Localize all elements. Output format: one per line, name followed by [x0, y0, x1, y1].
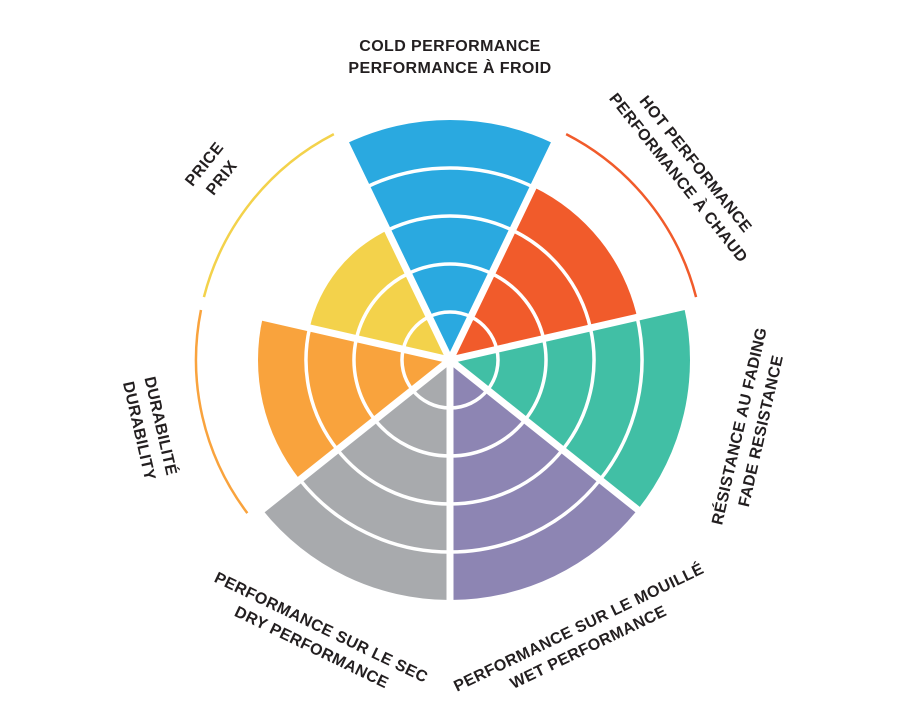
- sector-cold-performance: [345, 120, 555, 360]
- ring-divider-icon: [523, 338, 548, 421]
- label-hot-performance-en: HOT PERFORMANCE: [636, 93, 755, 236]
- ring-divider-icon: [561, 327, 596, 451]
- ring-divider-icon: [411, 388, 451, 410]
- ring-divider-icon: [386, 214, 514, 232]
- ring-divider-icon: [511, 228, 593, 329]
- sector-dry-performance: [262, 360, 450, 600]
- ring-divider-icon: [470, 315, 499, 350]
- ring-divider-icon: [449, 448, 564, 506]
- label-cold-performance-en: COLD PERFORMANCE: [359, 38, 541, 55]
- sector-wet-performance: [450, 360, 638, 600]
- label-cold-performance: PERFORMANCE À FROID COLD PERFORMANCE: [348, 38, 551, 77]
- ring-divider-icon: [365, 166, 535, 189]
- sector-divider-icon: [256, 357, 453, 516]
- ring-divider-icon: [449, 388, 489, 410]
- ring-divider-icon: [598, 316, 644, 481]
- ring-divider-icon: [449, 418, 527, 458]
- ring-divider-icon: [352, 338, 377, 421]
- ring-divider-icon: [298, 478, 451, 554]
- ring-divider-icon: [490, 271, 546, 340]
- sector-fade-resistance: [450, 306, 690, 510]
- sector-hot-performance: [450, 187, 638, 360]
- ring-divider-icon: [449, 478, 602, 554]
- sector-divider-icon: [340, 137, 454, 362]
- ring-divider-icon: [400, 348, 414, 392]
- outer-arc-durability: [194, 309, 249, 514]
- ring-divider-icon: [304, 327, 339, 451]
- ring-divider-icon: [407, 262, 493, 276]
- ring-divider-icon: [354, 271, 410, 340]
- ring-divider-icon: [486, 348, 500, 392]
- label-cold-performance-fr: PERFORMANCE À FROID: [348, 58, 551, 77]
- outer-arc-hot-performance: [565, 133, 698, 298]
- ring-divider-icon: [428, 310, 472, 319]
- sector-divider-icon: [210, 302, 451, 364]
- ring-divider-icon: [336, 448, 451, 506]
- sector-divider-icon: [447, 357, 644, 516]
- ring-divider-icon: [401, 315, 430, 350]
- sector-divider-icon: [449, 302, 690, 364]
- sector-divider-icon: [446, 137, 560, 362]
- outer-arc-price: [202, 133, 335, 298]
- ring-divider-icon: [373, 418, 451, 458]
